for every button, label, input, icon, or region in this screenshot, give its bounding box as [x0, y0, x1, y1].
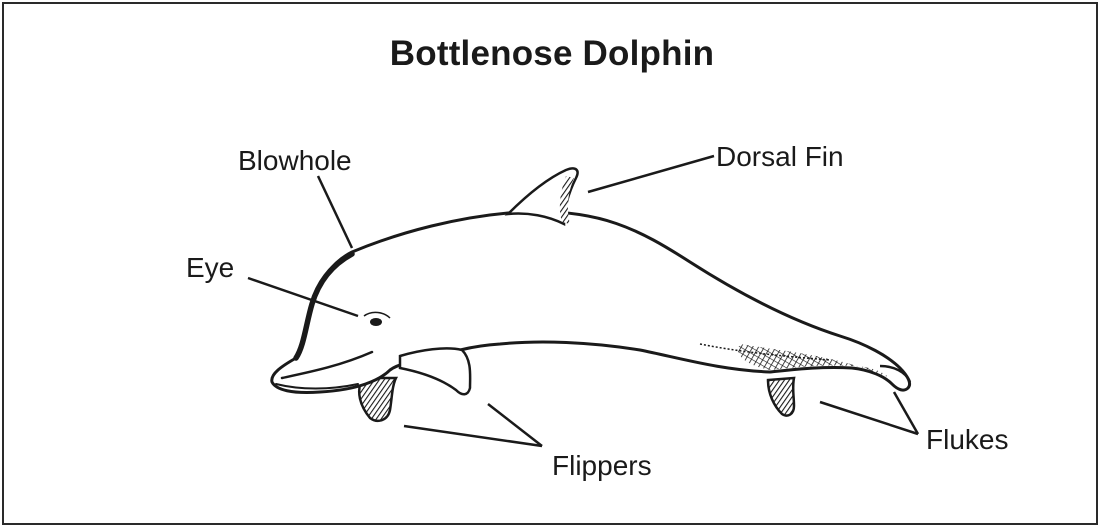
- label-dorsal-fin: Dorsal Fin: [716, 143, 844, 171]
- label-eye: Eye: [186, 254, 234, 282]
- label-blowhole: Blowhole: [238, 147, 352, 175]
- rear-fluke: [768, 378, 794, 416]
- leader-blowhole: [318, 176, 352, 248]
- front-flipper: [400, 348, 470, 394]
- leader-dorsal-fin: [588, 156, 714, 192]
- label-flippers: Flippers: [552, 452, 652, 480]
- label-flukes: Flukes: [926, 426, 1008, 454]
- eye: [370, 318, 382, 326]
